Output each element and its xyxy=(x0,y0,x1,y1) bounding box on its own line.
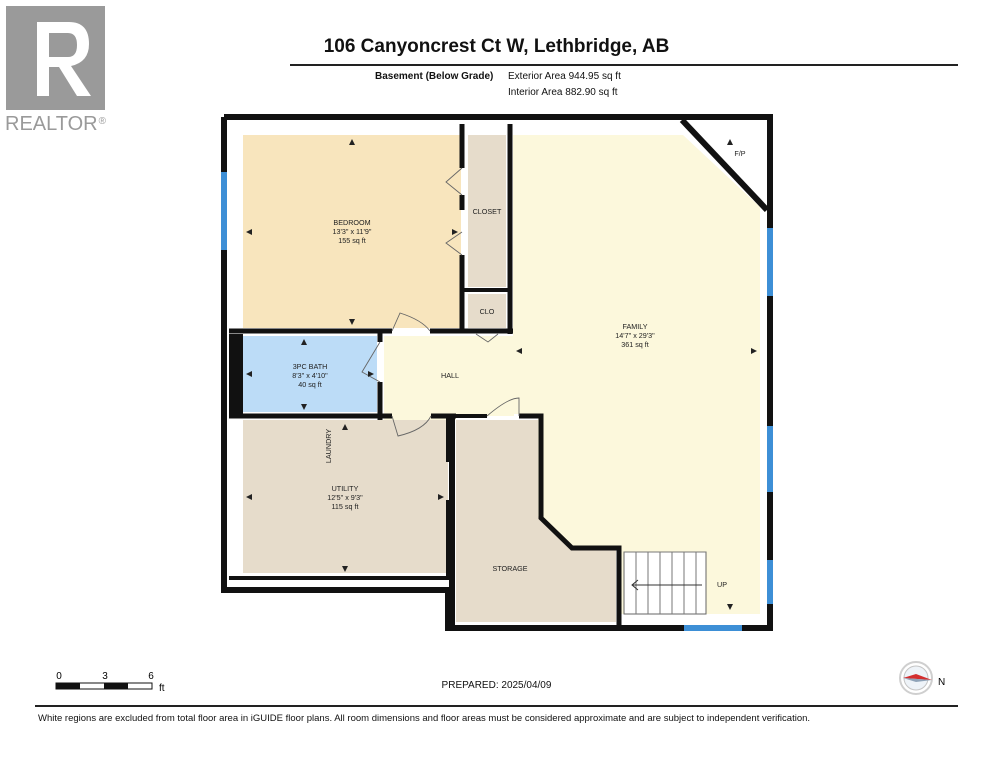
realtor-trademark: ® xyxy=(99,116,107,127)
room-labels: BEDROOM 13'3" x 11'9" 155 sq ft CLOSET C… xyxy=(292,149,746,589)
room-hall xyxy=(384,336,514,416)
bedroom-name: BEDROOM xyxy=(333,218,370,227)
realtor-logo: REALTOR® xyxy=(5,6,107,135)
door-utility xyxy=(391,415,432,437)
walls xyxy=(221,114,773,631)
compass-icon: N xyxy=(899,661,945,695)
interior-area: Interior Area 882.90 sq ft xyxy=(508,87,618,98)
room-closet xyxy=(468,135,506,287)
utility-dims: 12'5" x 9'3" xyxy=(327,493,363,502)
bedroom-area: 155 sq ft xyxy=(338,236,366,245)
utility-area: 115 sq ft xyxy=(331,502,358,511)
exterior-area: Exterior Area 944.95 sq ft xyxy=(508,71,621,82)
bedroom-dims: 13'3" x 11'9" xyxy=(333,227,372,236)
room-storage xyxy=(456,420,616,622)
dimension-markers xyxy=(246,139,757,610)
header-divider xyxy=(290,64,958,66)
scale-bar: 0 3 6 ft xyxy=(55,671,165,694)
windows xyxy=(221,172,773,631)
door-storage xyxy=(486,397,520,417)
doors xyxy=(361,167,520,437)
scale-label-0: 0 xyxy=(56,671,62,682)
door-bath xyxy=(361,341,381,383)
utility-name: UTILITY xyxy=(332,484,359,493)
room-clo xyxy=(468,294,506,328)
family-area: 361 sq ft xyxy=(621,340,649,349)
bath-dims: 8'3" x 4'10" xyxy=(292,371,328,380)
prepared-date: PREPARED: 2025/04/09 xyxy=(441,680,552,691)
bath-name: 3PC BATH xyxy=(293,362,328,371)
window-west xyxy=(221,172,227,250)
footer-divider xyxy=(35,705,958,707)
stairs xyxy=(623,551,707,615)
room-utility xyxy=(243,420,448,573)
compass-north-label: N xyxy=(938,677,945,688)
door-bedroom-closet-1 xyxy=(445,167,463,196)
level-name: Basement (Below Grade) xyxy=(375,71,494,82)
disclaimer-text: White regions are excluded from total fl… xyxy=(38,713,811,724)
door-clo xyxy=(475,333,499,343)
bath-area: 40 sq ft xyxy=(298,380,322,389)
room-bath xyxy=(243,336,377,412)
scale-label-3: 3 xyxy=(102,671,108,682)
door-bedroom-closet-2 xyxy=(445,231,463,256)
listing-address-title: 106 Canyoncrest Ct W, Lethbridge, AB xyxy=(323,36,670,57)
stairs-label: UP xyxy=(717,580,727,589)
room-bedroom xyxy=(243,135,461,328)
window-east-2 xyxy=(767,426,773,492)
window-south xyxy=(684,625,742,631)
window-east-3 xyxy=(767,560,773,604)
hall-name: HALL xyxy=(441,371,459,380)
scale-label-6: 6 xyxy=(148,671,154,682)
realtor-wordmark-text: REALTOR xyxy=(5,113,98,135)
realtor-wordmark: REALTOR® xyxy=(5,113,107,135)
scale-unit: ft xyxy=(159,683,165,694)
family-name: FAMILY xyxy=(622,322,647,331)
fireplace-name: F/P xyxy=(734,149,745,158)
storage-name: STORAGE xyxy=(492,564,527,573)
laundry-name: LAUNDRY xyxy=(324,429,333,463)
closet-name: CLOSET xyxy=(473,207,502,216)
door-bedroom xyxy=(391,312,431,332)
room-family xyxy=(384,135,760,614)
window-east-1 xyxy=(767,228,773,296)
family-dims: 14'7" x 29'3" xyxy=(615,331,655,340)
clo-name: CLO xyxy=(480,307,495,316)
